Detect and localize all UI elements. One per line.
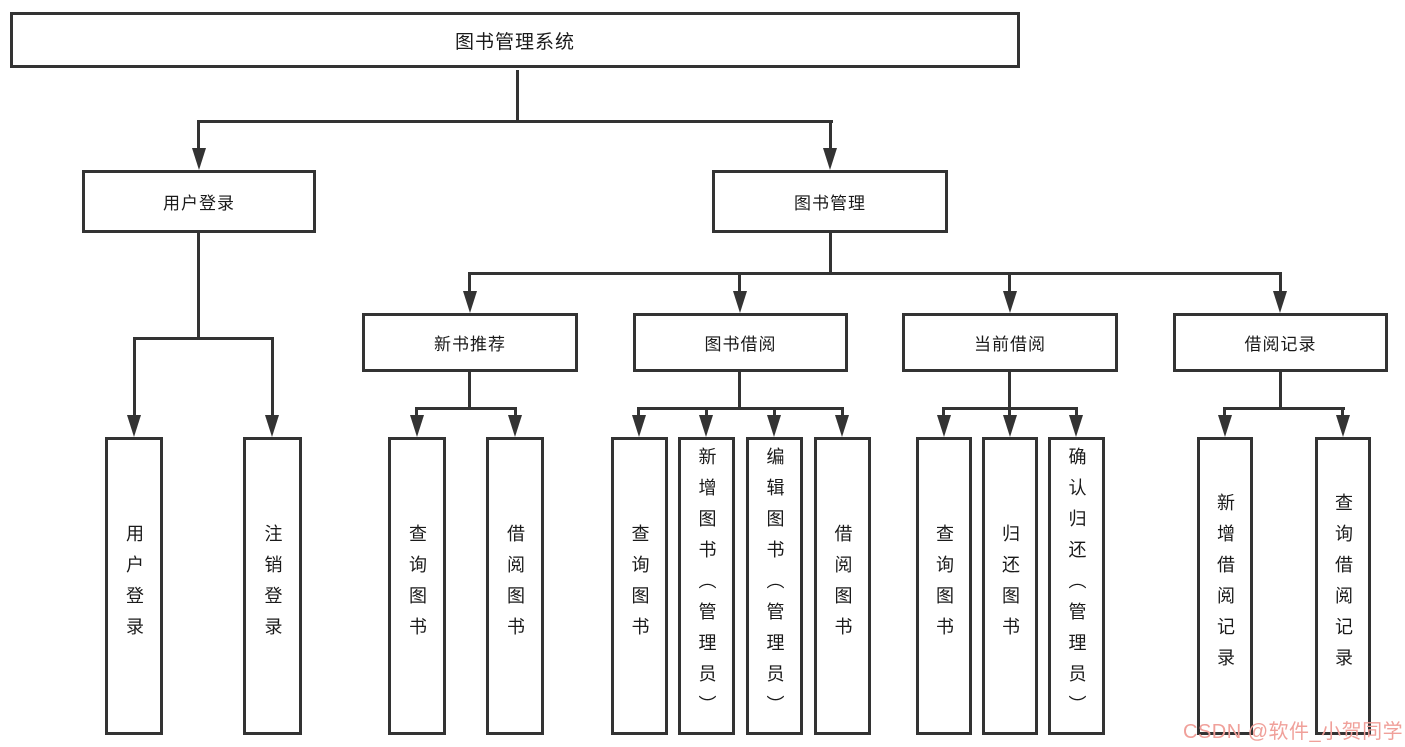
arrow-down-icon [463,291,477,313]
arrow-down-icon [1218,415,1232,437]
leaf-query-books-borrow: 查询图书 [611,437,668,735]
node-user-login: 用户登录 [82,170,316,233]
connector-line [415,407,418,419]
leaf-confirm-return-admin-label: 确认归还（管理员） [1066,446,1087,726]
node-root: 图书管理系统 [10,12,1020,68]
connector-line [829,120,832,152]
connector-line [468,272,1282,275]
connector-line [197,120,200,152]
connector-line [738,372,741,407]
connector-line [705,407,708,419]
node-book-borrowing: 图书借阅 [633,313,848,372]
node-book-borrowing-label: 图书借阅 [704,335,777,354]
leaf-borrow-books: 借阅图书 [814,437,871,735]
connector-line [773,407,776,419]
connector-line [516,70,519,120]
leaf-return-books-label: 归还图书 [1000,524,1020,648]
node-book-management-label: 图书管理 [794,194,866,213]
leaf-confirm-return-admin: 确认归还（管理员） [1048,437,1105,735]
arrow-down-icon [1003,415,1017,437]
leaf-add-books-admin-label: 新增图书（管理员） [696,446,717,726]
connector-line [1279,272,1282,294]
leaf-add-borrow-record: 新增借阅记录 [1197,437,1253,735]
node-current-borrowing: 当前借阅 [902,313,1118,372]
leaf-logout-label: 注销登录 [262,524,283,648]
watermark: CSDN @软件_小贺同学 [1183,721,1404,743]
leaf-edit-books-admin: 编辑图书（管理员） [746,437,803,735]
leaf-query-books-current: 查询图书 [916,437,972,735]
node-current-borrowing-label: 当前借阅 [974,335,1046,354]
arrow-down-icon [1069,415,1083,437]
leaf-query-borrow-record-label: 查询借阅记录 [1333,493,1353,679]
leaf-query-books-recommend-label: 查询图书 [407,524,427,648]
node-book-management: 图书管理 [712,170,948,233]
leaf-logout: 注销登录 [243,437,302,735]
node-new-book-recommendation: 新书推荐 [362,313,578,372]
connector-line [271,337,274,417]
connector-line [1008,372,1011,407]
arrow-down-icon [265,415,279,437]
connector-line [468,372,471,407]
arrow-down-icon [127,415,141,437]
connector-line [1008,407,1011,419]
connector-line [1075,407,1078,419]
connector-line [637,407,640,419]
connector-line [1341,407,1344,419]
connector-line [942,407,945,419]
connector-line [1223,407,1226,419]
leaf-borrow-books-recommend-label: 借阅图书 [505,524,525,648]
connector-line [637,407,844,410]
leaf-user-login-label: 用户登录 [124,524,144,648]
arrow-down-icon [835,415,849,437]
connector-line [1279,372,1282,407]
connector-line [514,407,517,419]
connector-line [1223,407,1345,410]
node-borrowing-records-label: 借阅记录 [1244,335,1317,354]
arrow-down-icon [699,415,713,437]
node-new-book-recommendation-label: 新书推荐 [434,335,506,354]
arrow-down-icon [1336,415,1350,437]
node-root-label: 图书管理系统 [454,31,575,53]
arrow-down-icon [632,415,646,437]
leaf-query-books-recommend: 查询图书 [388,437,446,735]
arrow-down-icon [1273,291,1287,313]
connector-line [841,407,844,419]
connector-line [468,272,471,294]
connector-line [1008,272,1011,294]
leaf-borrow-books-recommend: 借阅图书 [486,437,544,735]
leaf-borrow-books-label: 借阅图书 [832,524,853,648]
leaf-return-books: 归还图书 [982,437,1038,735]
arrow-down-icon [823,148,837,170]
leaf-add-books-admin: 新增图书（管理员） [678,437,735,735]
leaf-query-borrow-record: 查询借阅记录 [1315,437,1371,735]
arrow-down-icon [410,415,424,437]
leaf-user-login: 用户登录 [105,437,163,735]
leaf-query-books-current-label: 查询图书 [934,524,954,648]
arrow-down-icon [767,415,781,437]
arrow-down-icon [937,415,951,437]
connector-line [133,337,274,340]
leaf-query-books-borrow-label: 查询图书 [629,524,650,648]
arrow-down-icon [1003,291,1017,313]
arrow-down-icon [192,148,206,170]
node-borrowing-records: 借阅记录 [1173,313,1388,372]
node-user-login-label: 用户登录 [163,194,235,213]
leaf-edit-books-admin-label: 编辑图书（管理员） [764,446,785,726]
connector-line [197,233,200,337]
arrow-down-icon [508,415,522,437]
connector-line [415,407,517,410]
leaf-add-borrow-record-label: 新增借阅记录 [1215,493,1235,679]
connector-line [133,337,136,417]
arrow-down-icon [733,291,747,313]
connector-line [738,272,741,294]
connector-line [829,233,832,272]
connector-line [197,120,833,123]
